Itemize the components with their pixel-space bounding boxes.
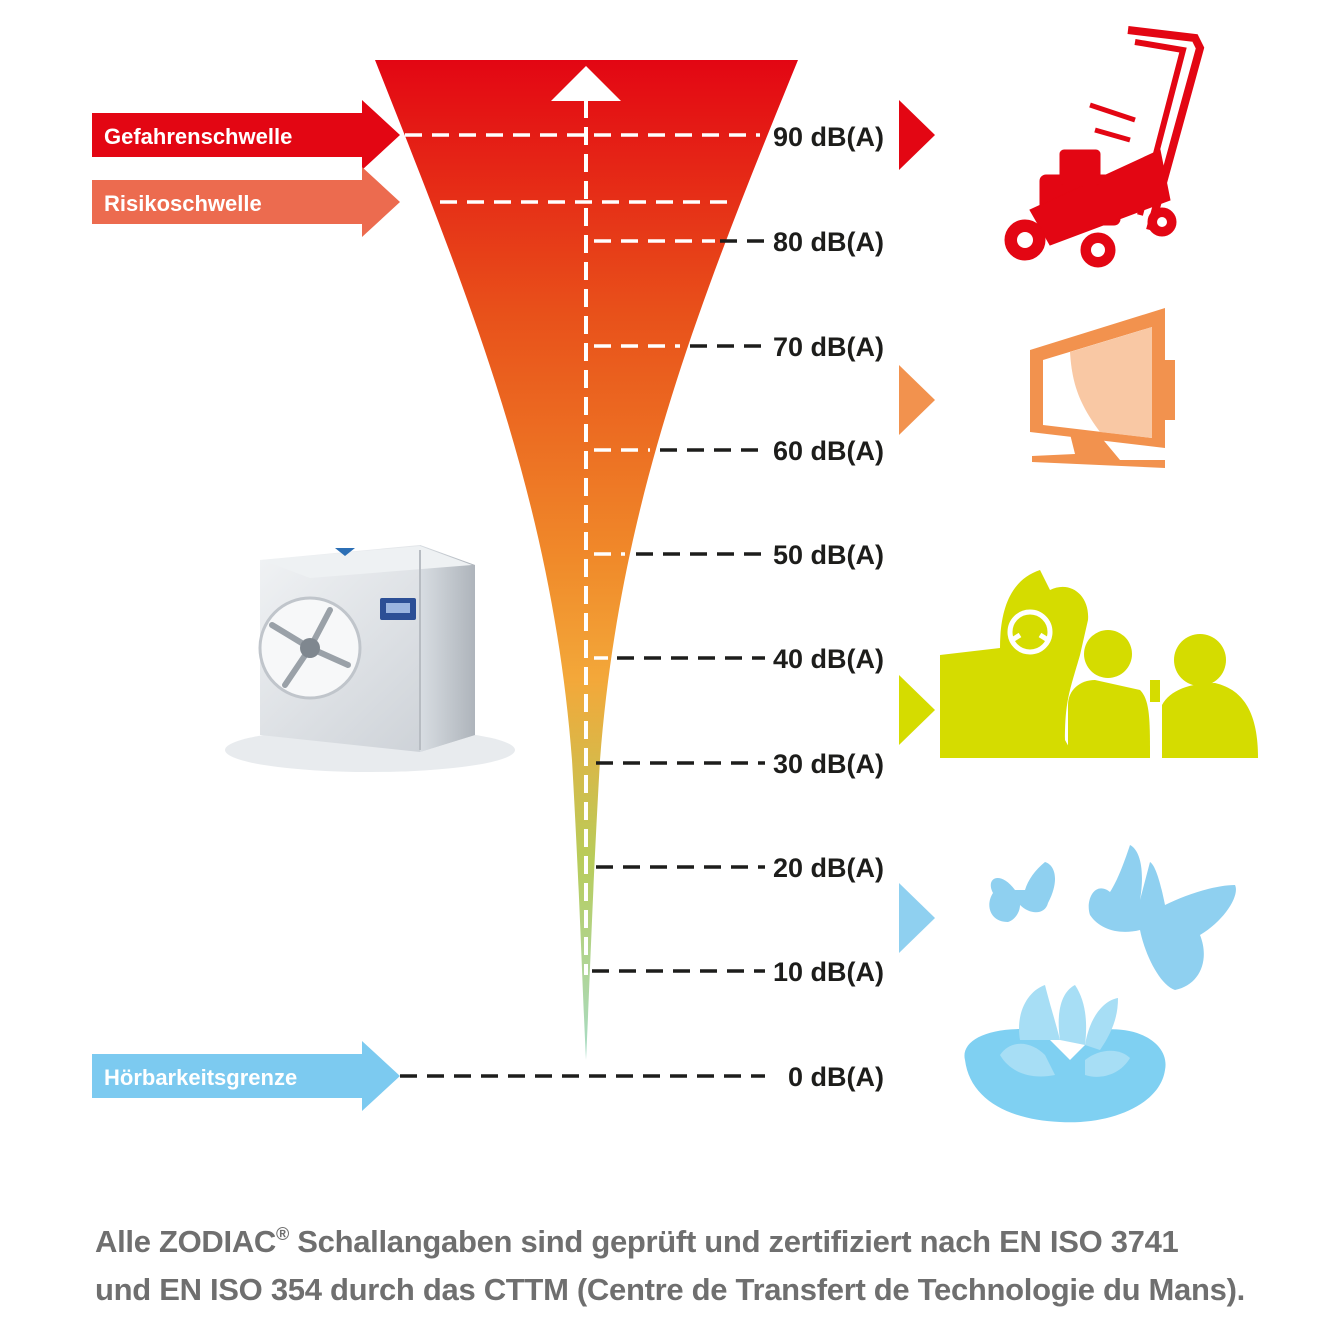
level-label-20: 20 dB(A) xyxy=(773,853,884,883)
level-label-10: 10 dB(A) xyxy=(773,957,884,987)
level-labels: 90 dB(A) 80 dB(A) 70 dB(A) 60 dB(A) 50 d… xyxy=(773,122,884,1092)
people-conversation-icon xyxy=(940,570,1258,758)
level-label-50: 50 dB(A) xyxy=(773,540,884,570)
axis-arrow-icon xyxy=(551,66,621,101)
butterflies-icon xyxy=(989,845,1236,990)
threshold-danger: Gefahrenschwelle xyxy=(92,100,400,170)
pointer-blue-icon xyxy=(899,883,935,953)
threshold-risk-arrow xyxy=(92,167,400,237)
threshold-risk-label: Risikoschwelle xyxy=(104,191,262,216)
caption-line-1-text: Schallangaben sind geprüft und zertifizi… xyxy=(288,1224,1179,1259)
level-label-90: 90 dB(A) xyxy=(773,122,884,152)
threshold-audibility-label: Hörbarkeitsgrenze xyxy=(104,1065,297,1090)
certification-caption: Alle ZODIAC® Schallangaben sind geprüft … xyxy=(95,1210,1315,1314)
pointer-orange-icon xyxy=(899,365,935,435)
registered-mark: ® xyxy=(276,1224,289,1244)
threshold-audibility-arrow xyxy=(92,1041,400,1111)
threshold-audibility: Hörbarkeitsgrenze xyxy=(92,1041,400,1111)
threshold-danger-label: Gefahrenschwelle xyxy=(104,124,292,149)
lawn-mower-icon xyxy=(1004,26,1205,268)
pointer-red-icon xyxy=(899,100,935,170)
television-icon xyxy=(1030,308,1175,468)
water-lily-icon xyxy=(964,985,1166,1123)
pointer-yellow-icon xyxy=(899,675,935,745)
threshold-risk: Risikoschwelle xyxy=(92,167,400,237)
caption-line-2: und EN ISO 354 durch das CTTM (Centre de… xyxy=(95,1272,1245,1307)
level-lines xyxy=(400,133,765,1078)
caption-line-1: Alle ZODIAC® Schallangaben sind geprüft … xyxy=(95,1210,1315,1266)
level-label-70: 70 dB(A) xyxy=(773,332,884,362)
level-label-60: 60 dB(A) xyxy=(773,436,884,466)
level-label-30: 30 dB(A) xyxy=(773,749,884,779)
caption-brand: Alle ZODIAC xyxy=(95,1224,276,1259)
threshold-danger-arrow xyxy=(92,100,400,170)
level-label-0: 0 dB(A) xyxy=(788,1062,884,1092)
level-label-80: 80 dB(A) xyxy=(773,227,884,257)
heat-pump-icon xyxy=(225,545,515,772)
level-label-40: 40 dB(A) xyxy=(773,644,884,674)
